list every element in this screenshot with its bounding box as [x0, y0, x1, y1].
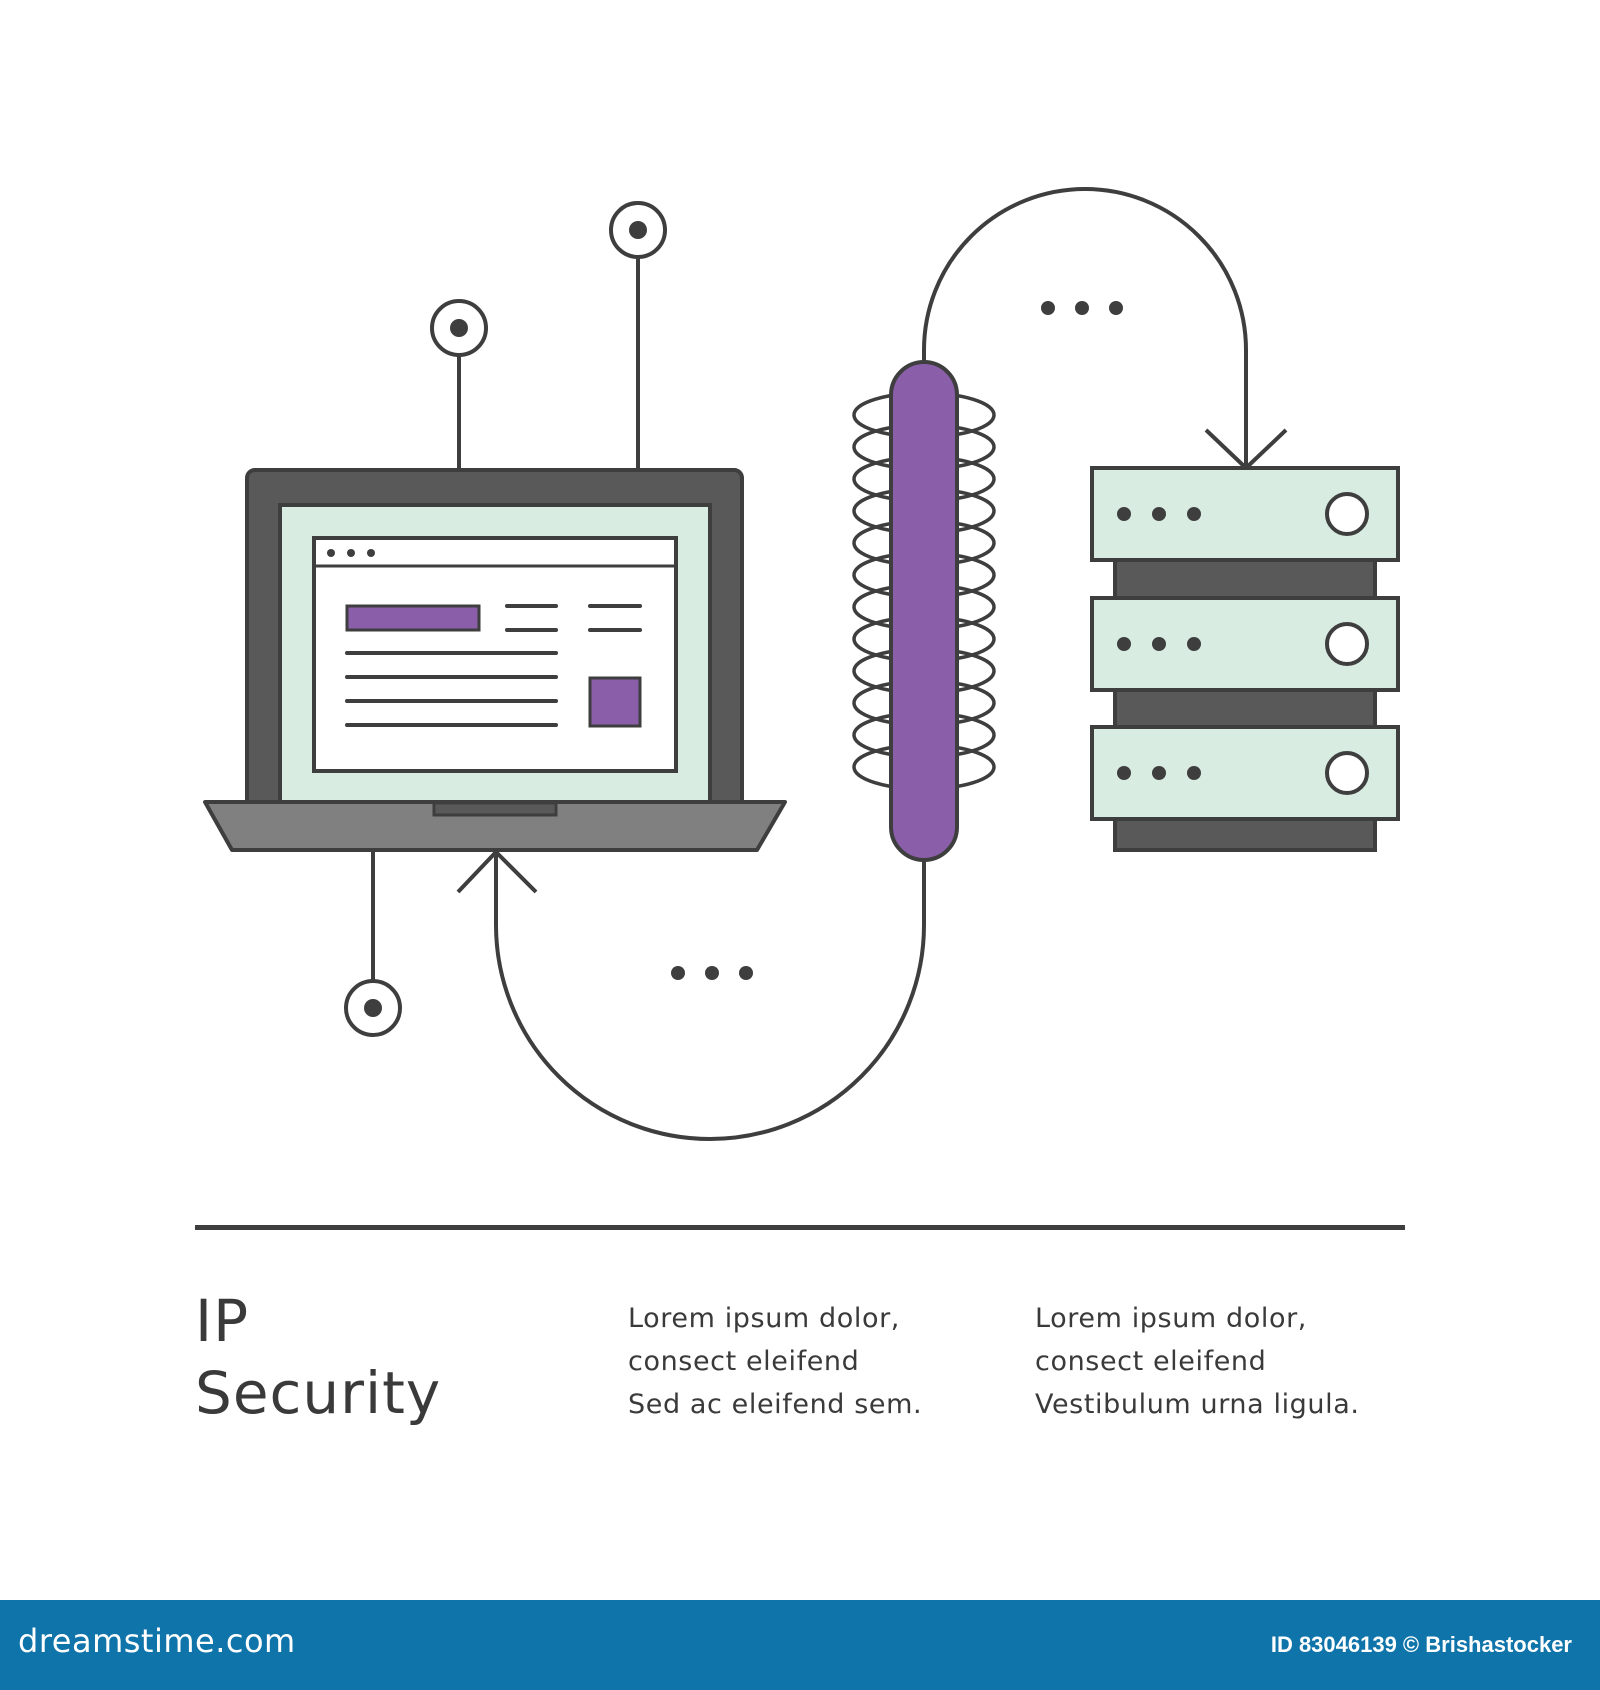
text-line: Sed ac eleifend sem.	[628, 1389, 923, 1420]
ellipsis-icon	[671, 966, 753, 980]
antenna-icon	[344, 979, 402, 1037]
browser-window-icon	[312, 536, 678, 773]
connection-arc-upper	[922, 187, 1248, 465]
server-rack-icon	[1090, 466, 1400, 852]
footer-credit: ID 83046139 © Brishastocker	[1270, 1632, 1572, 1657]
server-unit	[1090, 466, 1400, 562]
connection-arc-lower	[494, 854, 926, 1141]
antenna-icon	[609, 201, 667, 470]
text-line: Vestibulum urna ligula.	[1035, 1389, 1360, 1420]
ellipsis-icon	[1041, 301, 1123, 315]
server-unit	[1090, 596, 1400, 692]
footer-site-name: dreamstime.com	[18, 1622, 296, 1660]
text-line: consect eleifend	[628, 1346, 860, 1377]
section-divider	[195, 1225, 1405, 1230]
server-unit	[1090, 725, 1400, 821]
arrow-icon	[456, 850, 538, 894]
title-line-2: Security	[195, 1359, 442, 1427]
page-title: IP Security	[195, 1285, 441, 1429]
footer-bar: dreamstime.com ID 83046139 © Brishastock…	[0, 1600, 1600, 1690]
text-column-left: Lorem ipsum dolor, consect eleifend Sed …	[628, 1297, 922, 1426]
text-line: Lorem ipsum dolor,	[628, 1303, 900, 1334]
text-line: consect eleifend	[1035, 1346, 1267, 1377]
coil-icon	[852, 360, 996, 862]
illustration-canvas	[203, 187, 1400, 1141]
text-line: Lorem ipsum dolor,	[1035, 1303, 1307, 1334]
antenna-icon	[430, 299, 488, 470]
text-column-right: Lorem ipsum dolor, consect eleifend Vest…	[1035, 1297, 1360, 1426]
title-line-1: IP	[195, 1287, 250, 1355]
